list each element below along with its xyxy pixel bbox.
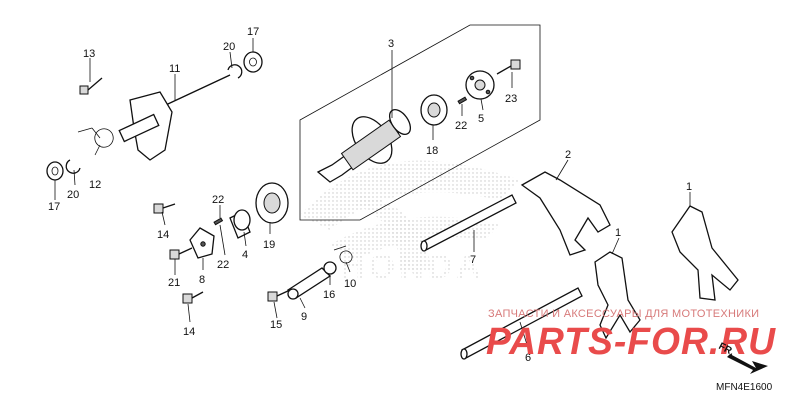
callout-15: 15 xyxy=(270,319,282,331)
washer-17-top-part xyxy=(243,51,263,73)
callout-2: 2 xyxy=(565,149,571,161)
callout-8: 8 xyxy=(199,274,205,286)
stopper-spring-part xyxy=(333,245,353,264)
washer-17-left-part xyxy=(46,161,64,181)
callout-22-top: 22 xyxy=(455,120,467,132)
callout-4: 4 xyxy=(242,249,248,261)
pin-22-middle-part xyxy=(213,217,224,226)
drum-center-part xyxy=(465,70,495,100)
callout-11: 11 xyxy=(169,63,180,75)
callout-1-right: 1 xyxy=(686,181,692,193)
callout-16: 16 xyxy=(323,289,335,301)
callout-19: 19 xyxy=(263,239,275,251)
callout-9: 9 xyxy=(301,311,307,323)
callout-21: 21 xyxy=(168,277,180,289)
shift-fork-2-part xyxy=(520,171,611,256)
callout-14-bottom: 14 xyxy=(183,326,195,338)
snap-ring-20-top-part xyxy=(227,64,243,79)
honda-wing-logo-background: HONDA xyxy=(300,160,520,286)
parts-for-ru-watermark: ЗАПЧАСТИ И АКСЕССУАРЫ ДЛЯ МОТОТЕХНИКИ PA… xyxy=(486,308,777,363)
washer-16-part xyxy=(323,261,337,275)
drum-stopper-plate-part xyxy=(189,227,215,259)
callout-17-left: 17 xyxy=(48,201,60,213)
arrow-icon xyxy=(727,354,768,374)
callout-14-top: 14 xyxy=(157,229,169,241)
gearshift-spindle-part xyxy=(118,74,231,161)
bolt-23-part xyxy=(496,59,521,75)
bolt-21-part xyxy=(169,247,193,260)
callout-numbers: 3 13 11 12 20 17 20 17 23 5 22 18 2 1 1 … xyxy=(48,26,692,364)
watermark-logo: PARTS-FOR.RU xyxy=(486,321,777,363)
pin-22-top-part xyxy=(457,96,468,105)
bolt-13-part xyxy=(79,77,103,95)
bearing-19-part xyxy=(255,182,289,224)
bearing-18-part xyxy=(420,94,448,126)
shift-drum-part xyxy=(316,108,412,183)
callout-22-middle: 22 xyxy=(212,194,224,206)
callout-12: 12 xyxy=(89,179,101,191)
callout-3: 3 xyxy=(388,38,394,50)
callout-5: 5 xyxy=(478,113,484,125)
callout-18: 18 xyxy=(426,145,438,157)
watermark-caption: ЗАПЧАСТИ И АКСЕССУАРЫ ДЛЯ МОТОТЕХНИКИ xyxy=(488,308,759,320)
shift-fork-1-middle-part xyxy=(594,251,641,340)
diagram-code: MFN4E1600 xyxy=(716,382,773,393)
bolt-15-part xyxy=(267,289,291,302)
fork-shaft-7-part xyxy=(420,194,517,252)
leader-lines xyxy=(54,38,691,349)
callout-20-left: 20 xyxy=(67,189,79,201)
callout-23: 23 xyxy=(505,93,517,105)
callout-20-top: 20 xyxy=(223,41,235,53)
callout-17-top: 17 xyxy=(247,26,259,38)
callout-1-middle: 1 xyxy=(615,227,621,239)
callout-13: 13 xyxy=(83,48,95,60)
shift-drum-group-frame xyxy=(299,24,541,221)
callout-6: 6 xyxy=(525,352,531,364)
callout-22-bottom: 22 xyxy=(217,259,229,271)
bolt-14-bottom-part xyxy=(182,291,204,304)
return-spring-part xyxy=(77,127,114,148)
snap-ring-20-left-part xyxy=(65,159,81,174)
honda-wordmark: HONDA xyxy=(340,248,485,286)
collar-4-part xyxy=(229,209,251,239)
shift-fork-1-right-part xyxy=(671,205,739,301)
fork-shaft-6-part xyxy=(460,287,583,360)
callout-10: 10 xyxy=(344,278,356,290)
callout-7: 7 xyxy=(470,254,476,266)
bolt-14-top-part xyxy=(153,203,176,214)
